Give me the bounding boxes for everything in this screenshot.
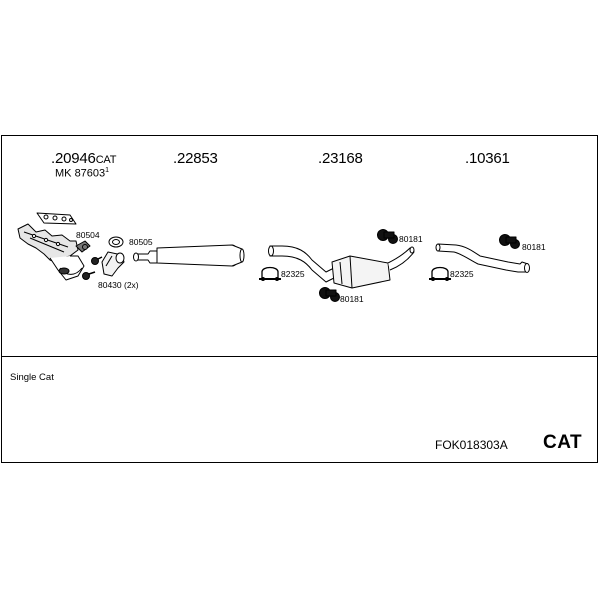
- label-80505: 80505: [129, 237, 153, 247]
- flange-bolts-icon: [82, 256, 103, 280]
- label-80181-c: 80181: [522, 242, 546, 252]
- front-pipe-icon: [133, 244, 245, 267]
- sub-superscript: 1: [105, 167, 110, 174]
- part-suffix: CAT: [95, 154, 117, 166]
- clamp-icon: [259, 266, 281, 281]
- sub-prefix: MK: [55, 167, 72, 180]
- system-note: Single Cat: [10, 372, 54, 383]
- connector-pipe-icon: [101, 251, 125, 277]
- part-number-text: .20946: [51, 150, 96, 167]
- label-80430: 80430 (2x): [98, 280, 139, 290]
- label-80504: 80504: [76, 230, 100, 240]
- tail-pipe-icon: [435, 243, 530, 273]
- gasket-ring-icon: [108, 236, 124, 248]
- cat-badge: CAT: [543, 432, 583, 453]
- kit-code: FOK018303A: [435, 438, 508, 452]
- rubber-hanger-icon: [499, 234, 520, 249]
- part-subnumber: MK 876031: [55, 167, 109, 180]
- label-80181-a: 80181: [399, 234, 423, 244]
- rubber-hanger-icon: [377, 229, 398, 244]
- rubber-hanger-icon: [319, 287, 340, 302]
- section-divider: [1, 356, 598, 357]
- part-number-middle-silencer: .23168: [318, 150, 363, 167]
- sub-number: 87603: [74, 167, 106, 180]
- part-number-catalyst: .20946CAT: [51, 151, 116, 166]
- clamp-icon: [429, 266, 451, 281]
- part-number-front-pipe: .22853: [173, 150, 218, 167]
- manifold-catalyst-icon: [17, 223, 91, 281]
- diagram-frame: [1, 135, 598, 463]
- part-number-tail-pipe: .10361: [465, 150, 510, 167]
- middle-silencer-icon: [268, 245, 415, 289]
- label-82325-a: 82325: [281, 269, 305, 279]
- label-80181-b: 80181: [340, 294, 364, 304]
- label-82325-b: 82325: [450, 269, 474, 279]
- manifold-gasket-icon: [36, 212, 77, 225]
